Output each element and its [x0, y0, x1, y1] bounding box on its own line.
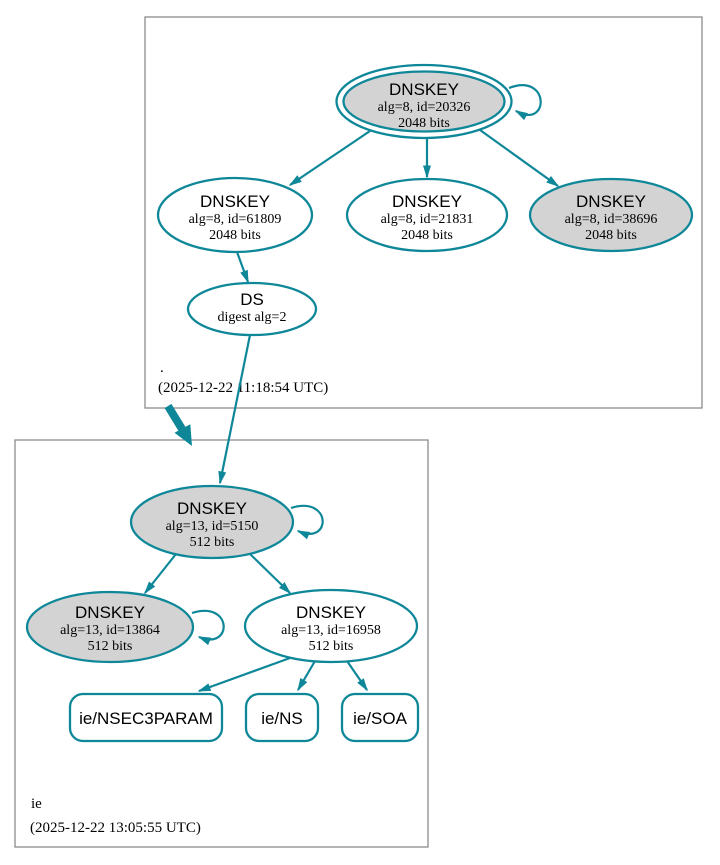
dnskey-20326-ellipse — [342, 70, 506, 133]
rrset-ns-node: ie/NS — [244, 692, 320, 743]
dnskey-16958-title: DNSKEY — [296, 603, 366, 622]
dnskey-16958-ellipse — [243, 588, 419, 664]
dnskey-13864-bits: 512 bits — [88, 639, 133, 654]
edge-key16958-to-soa — [346, 660, 368, 692]
edge-ksk20326-self-sign — [508, 84, 542, 121]
ds-node: DS digest alg=2 — [186, 281, 318, 337]
edge-ksk5150-to-key16958 — [248, 552, 292, 595]
rrset-nsec3param-node: ie/NSEC3PARAM — [68, 692, 224, 743]
edge-key16958-to-nsec3param — [197, 656, 291, 693]
delegation-arrow-head — [174, 424, 192, 446]
dnskey-13864-detail: alg=13, id=13864 — [60, 623, 160, 638]
dnskey-20326-node: DNSKEY alg=8, id=20326 2048 bits — [335, 63, 513, 140]
dnskey-5150-title: DNSKEY — [177, 499, 247, 518]
dnskey-16958-bits: 512 bits — [309, 639, 354, 654]
rrset-nsec3param-label: ie/NSEC3PARAM — [79, 709, 213, 728]
dnskey-38696-node: DNSKEY alg=8, id=38696 2048 bits — [528, 177, 694, 253]
dnskey-13864-node: DNSKEY alg=13, id=13864 512 bits — [25, 590, 195, 664]
dnskey-38696-title: DNSKEY — [576, 192, 646, 211]
edge-ds-to-ksk5150 — [218, 334, 252, 485]
dnskey-38696-bits: 2048 bits — [585, 228, 637, 243]
dnskey-20326-detail: alg=8, id=20326 — [378, 100, 471, 115]
rrset-soa-node: ie/SOA — [340, 692, 420, 743]
dnskey-5150-ellipse — [129, 484, 295, 560]
dnskey-5150-node: DNSKEY alg=13, id=5150 512 bits — [129, 484, 295, 560]
rrset-ns-label: ie/NS — [261, 709, 303, 728]
dnskey-21831-detail: alg=8, id=21831 — [381, 212, 474, 227]
ie-zone-label: ie — [31, 796, 42, 812]
dnskey-21831-bits: 2048 bits — [401, 228, 453, 243]
ds-title: DS — [240, 290, 264, 309]
rrset-soa-label: ie/SOA — [353, 709, 408, 728]
dnskey-5150-detail: alg=13, id=5150 — [166, 519, 259, 534]
edge-ksk20326-to-key61809 — [288, 130, 371, 186]
rrset-ns-box — [244, 692, 320, 743]
dnskey-61809-node: DNSKEY alg=8, id=61809 2048 bits — [156, 176, 314, 254]
edge-key16958-to-ns — [297, 660, 316, 692]
dnskey-38696-ellipse — [528, 177, 694, 253]
dnskey-13864-ellipse — [25, 590, 195, 664]
edge-key61809-to-ds — [235, 251, 250, 284]
edge-ksk5150-self-sign — [290, 504, 324, 540]
dnskey-61809-bits: 2048 bits — [209, 228, 261, 243]
dnskey-5150-bits: 512 bits — [190, 535, 235, 550]
dnskey-16958-node: DNSKEY alg=13, id=16958 512 bits — [243, 588, 419, 664]
dnskey-61809-ellipse — [156, 176, 314, 254]
dnskey-21831-node: DNSKEY alg=8, id=21831 2048 bits — [345, 177, 509, 253]
dnskey-21831-ellipse — [345, 177, 509, 253]
dnskey-20326-title: DNSKEY — [389, 80, 459, 99]
ie-zone-timestamp: (2025-12-22 13:05:55 UTC) — [30, 820, 201, 836]
delegation-arrow-shaft — [164, 403, 186, 432]
rrset-nsec3param-box — [68, 692, 224, 743]
edge-key13864-self-sign — [191, 609, 225, 646]
dnskey-20326-bits: 2048 bits — [398, 116, 450, 131]
edge-ksk5150-to-key13864 — [144, 553, 177, 595]
edge-ksk20326-to-key38696 — [479, 129, 560, 187]
rrset-soa-box — [340, 692, 420, 743]
root-zone-label: . — [160, 360, 164, 376]
dnskey-13864-title: DNSKEY — [75, 603, 145, 622]
dnskey-61809-detail: alg=8, id=61809 — [189, 212, 282, 227]
dnskey-16958-detail: alg=13, id=16958 — [281, 623, 381, 638]
dnskey-21831-title: DNSKEY — [392, 192, 462, 211]
dnskey-61809-title: DNSKEY — [200, 192, 270, 211]
root-zone-timestamp: (2025-12-22 11:18:54 UTC) — [158, 380, 328, 396]
ds-detail: digest alg=2 — [218, 310, 287, 325]
dnskey-38696-detail: alg=8, id=38696 — [565, 212, 658, 227]
ds-ellipse — [186, 281, 318, 337]
